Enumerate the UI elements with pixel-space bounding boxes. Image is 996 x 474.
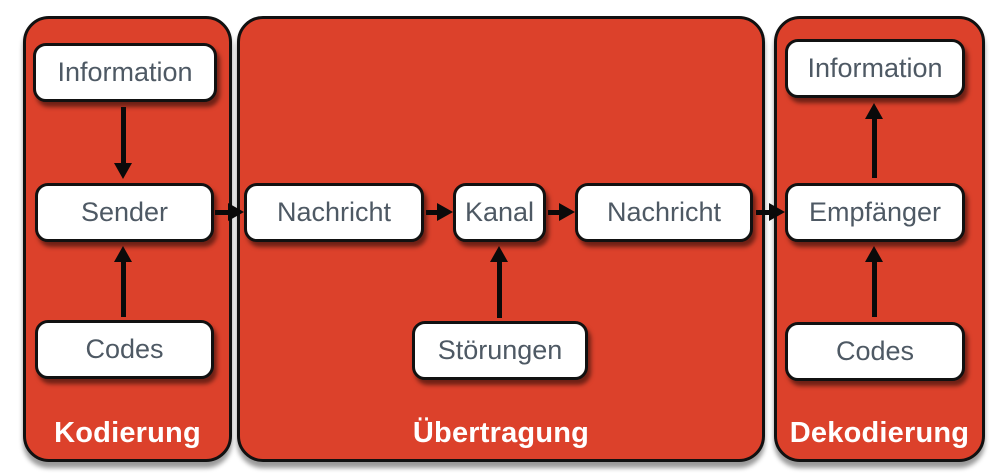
arrow-nachricht-to-kanal [426, 203, 453, 221]
arrow-nachricht-to-empfaenger [756, 203, 785, 221]
node-nachricht-right: Nachricht [575, 183, 753, 242]
arrow-information-to-sender [114, 107, 132, 179]
node-stoerungen: Störungen [412, 321, 588, 380]
node-empfaenger: Empfänger [785, 183, 965, 242]
node-sender: Sender [35, 183, 214, 242]
arrow-sender-to-nachricht [215, 203, 244, 221]
arrow-codes-to-empfaenger [865, 246, 883, 317]
node-nachricht-left: Nachricht [244, 183, 424, 242]
panel-label-dekodierung: Dekodierung [789, 417, 970, 449]
node-information-left: Information [33, 43, 217, 102]
panel-label-kodierung: Kodierung [54, 417, 201, 449]
arrow-codes-to-sender [114, 246, 132, 317]
panel-label-uebertragung: Übertragung [412, 417, 590, 449]
node-information-right: Information [785, 39, 965, 98]
arrow-kanal-to-nachricht [548, 203, 575, 221]
arrow-empfaenger-to-information [865, 103, 883, 178]
arrow-stoerungen-to-kanal [490, 246, 508, 318]
node-codes-right: Codes [785, 322, 965, 381]
node-kanal: Kanal [453, 183, 546, 242]
node-codes-left: Codes [35, 320, 214, 379]
